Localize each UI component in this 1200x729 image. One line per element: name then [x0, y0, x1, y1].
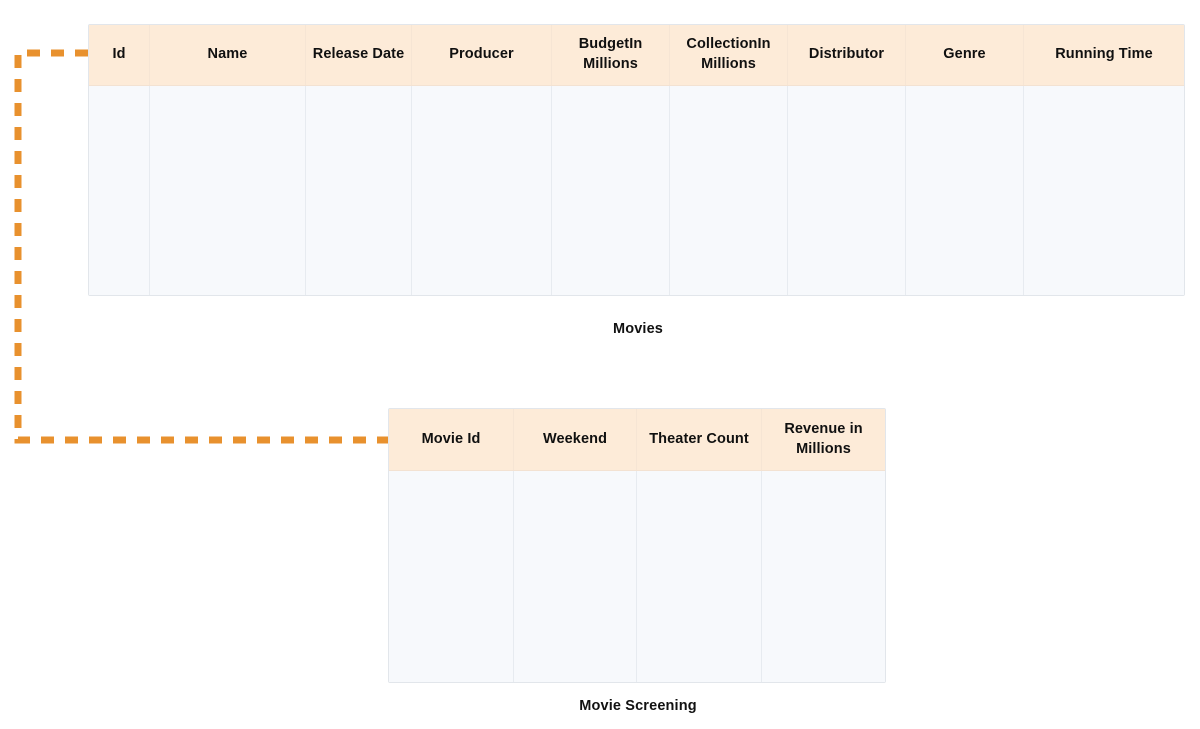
column-header-distributor[interactable]: Distributor — [788, 25, 906, 85]
column-header-running-time-label: Running Time — [1055, 46, 1153, 63]
entity-movie-screening[interactable]: Movie Id Weekend Theater Count Revenue i… — [388, 408, 886, 683]
column-header-id[interactable]: Id — [89, 25, 150, 85]
entity-movies-caption: Movies — [612, 321, 664, 337]
column-header-theater-count[interactable]: Theater Count — [637, 409, 762, 470]
column-header-release-date[interactable]: Release Date — [306, 25, 412, 85]
column-body-producer — [412, 86, 552, 295]
column-header-revenue-in-millions[interactable]: Revenue in Millions — [762, 409, 885, 470]
column-header-weekend[interactable]: Weekend — [514, 409, 637, 470]
column-header-collection-in-millions-label: CollectionIn Millions — [686, 36, 771, 72]
column-header-running-time[interactable]: Running Time — [1024, 25, 1184, 85]
column-header-revenue-in-millions-label: Revenue in Millions — [784, 420, 863, 457]
column-header-theater-count-label: Theater Count — [649, 430, 749, 447]
entity-movies[interactable]: Id Name Release Date Producer BudgetIn M… — [88, 24, 1185, 296]
column-header-movie-id-label: Movie Id — [421, 430, 481, 447]
column-body-name — [150, 86, 306, 295]
column-body-revenue-in-millions — [762, 471, 885, 682]
entity-movies-body — [89, 86, 1184, 295]
column-body-release-date — [306, 86, 412, 295]
column-body-movie-id — [389, 471, 514, 682]
column-body-budget-in-millions — [552, 86, 670, 295]
column-body-genre — [906, 86, 1024, 295]
column-header-weekend-label: Weekend — [542, 430, 608, 447]
column-header-producer[interactable]: Producer — [412, 25, 552, 85]
column-body-weekend — [514, 471, 637, 682]
column-header-name-label: Name — [207, 46, 248, 63]
column-header-genre-label: Genre — [943, 46, 986, 63]
column-header-collection-in-millions[interactable]: CollectionIn Millions — [670, 25, 788, 85]
column-header-budget-in-millions[interactable]: BudgetIn Millions — [552, 25, 670, 85]
entity-movie-screening-caption: Movie Screening — [579, 698, 697, 714]
column-body-collection-in-millions — [670, 86, 788, 295]
entity-movie-screening-body — [389, 471, 885, 682]
column-body-id — [89, 86, 150, 295]
column-header-budget-in-millions-label: BudgetIn Millions — [578, 36, 643, 72]
column-header-id-label: Id — [112, 46, 126, 63]
column-body-theater-count — [637, 471, 762, 682]
column-body-distributor — [788, 86, 906, 295]
column-header-movie-id[interactable]: Movie Id — [389, 409, 514, 470]
column-header-genre[interactable]: Genre — [906, 25, 1024, 85]
column-header-name[interactable]: Name — [150, 25, 306, 85]
column-body-running-time — [1024, 86, 1184, 295]
column-header-distributor-label: Distributor — [808, 46, 885, 63]
column-header-release-date-label: Release Date — [312, 46, 405, 63]
entity-movie-screening-header-row: Movie Id Weekend Theater Count Revenue i… — [389, 409, 885, 471]
column-header-producer-label: Producer — [449, 46, 514, 63]
entity-movies-header-row: Id Name Release Date Producer BudgetIn M… — [89, 25, 1184, 86]
